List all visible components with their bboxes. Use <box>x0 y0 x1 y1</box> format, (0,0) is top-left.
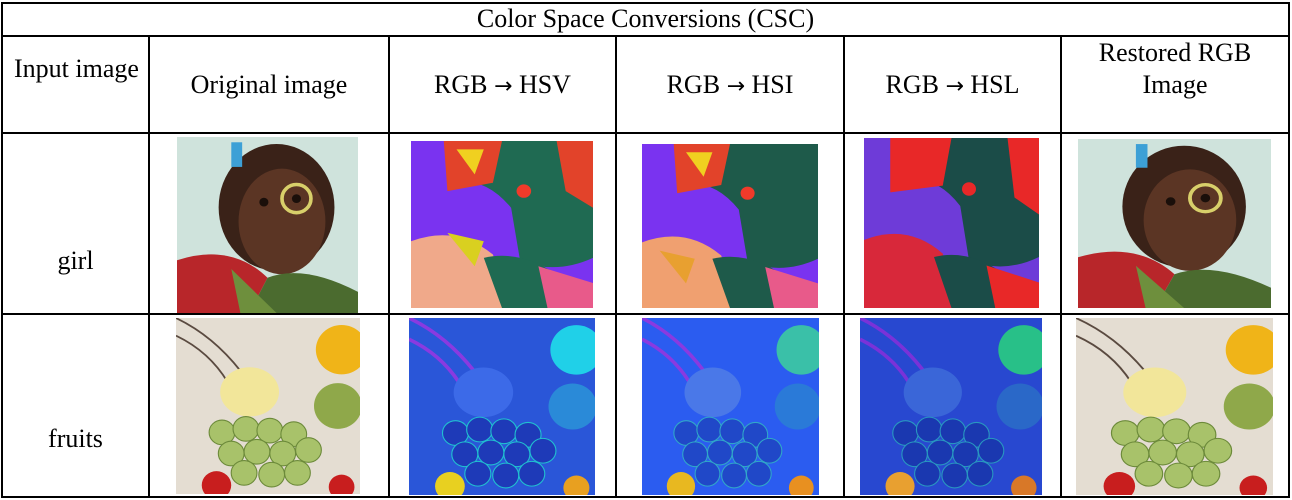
fruits-restored-image <box>1076 318 1273 495</box>
header-restored-rgb-line1: Restored RGB <box>1098 38 1252 67</box>
header-rgb-hsi: RGB → HSI <box>617 70 843 102</box>
girl-hsv-image <box>411 141 593 308</box>
border-right <box>1288 2 1290 498</box>
table-title: Color Space Conversions (CSC) <box>476 4 815 33</box>
fruits-hsl-image <box>860 318 1042 495</box>
arrow-right-icon: → <box>945 74 964 99</box>
col-divider-2 <box>388 35 390 498</box>
girl-hsl-image <box>864 138 1039 308</box>
row-divider-girl <box>1 313 1290 315</box>
header-rgb-hsl-target: HSL <box>970 70 1020 99</box>
fruits-original-image <box>176 318 360 494</box>
col-divider-4 <box>843 35 845 498</box>
row-divider-title <box>1 35 1290 37</box>
row-label-girl: girl <box>57 246 94 275</box>
border-bottom <box>1 496 1290 498</box>
girl-original-image <box>177 137 358 313</box>
col-divider-3 <box>615 35 617 498</box>
header-rgb-hsl-source: RGB <box>885 70 939 99</box>
col-divider-5 <box>1060 35 1062 498</box>
girl-restored-image <box>1078 139 1271 308</box>
fruits-hsv-image <box>409 318 595 495</box>
arrow-right-icon: → <box>494 74 513 99</box>
header-rgb-hsi-target: HSI <box>751 70 794 99</box>
header-rgb-hsv: RGB → HSV <box>390 70 615 102</box>
header-input-image: Input image <box>14 54 139 83</box>
header-rgb-hsl: RGB → HSL <box>845 70 1060 102</box>
col-divider-1 <box>148 35 150 498</box>
header-rgb-hsv-target: HSV <box>518 70 571 99</box>
border-left <box>1 2 3 498</box>
row-label-fruits: fruits <box>48 424 103 453</box>
girl-hsi-image <box>642 144 818 308</box>
header-restored-rgb-line2: Image <box>1142 70 1208 99</box>
header-original-image: Original image <box>190 70 348 99</box>
header-rgb-hsi-source: RGB <box>666 70 721 99</box>
border-top <box>1 2 1290 4</box>
fruits-hsi-image <box>642 318 819 495</box>
arrow-right-icon: → <box>726 74 745 99</box>
header-rgb-hsv-source: RGB <box>434 70 488 99</box>
row-divider-header <box>1 132 1290 134</box>
